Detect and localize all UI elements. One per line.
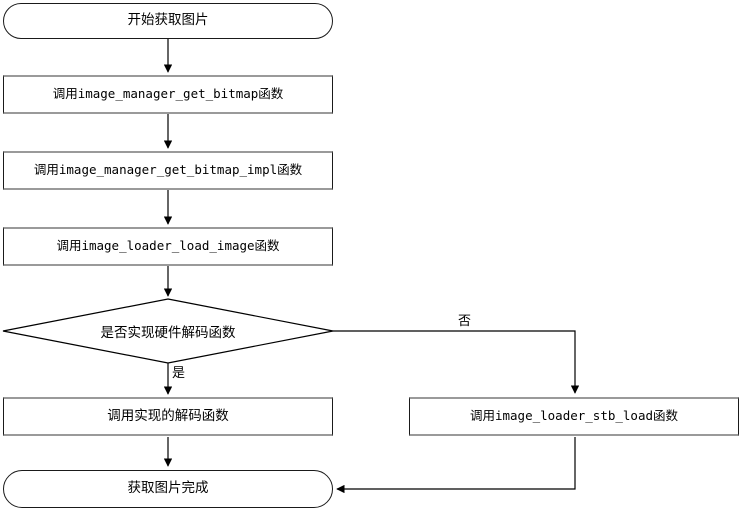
- edge-label-yes: 是: [172, 366, 186, 381]
- node-decision-hardware-decode-label: 是否实现硬件解码函数: [100, 325, 236, 341]
- node-stb-load-label: 调用image_loader_stb_load函数: [469, 408, 679, 424]
- node-start[interactable]: 开始获取图片: [3, 3, 333, 39]
- node-decision-hardware-decode[interactable]: 是否实现硬件解码函数: [3, 299, 333, 363]
- node-impl-decode-label: 调用实现的解码函数: [107, 407, 229, 424]
- node-start-label: 开始获取图片: [127, 12, 209, 29]
- edge-stb-load-to-end: [336, 437, 576, 494]
- node-get-bitmap[interactable]: 调用image_manager_get_bitmap函数: [3, 75, 333, 114]
- node-get-bitmap-impl[interactable]: 调用image_manager_get_bitmap_impl函数: [3, 151, 333, 190]
- node-stb-load[interactable]: 调用image_loader_stb_load函数: [409, 397, 739, 436]
- node-get-bitmap-impl-label: 调用image_manager_get_bitmap_impl函数: [33, 162, 303, 178]
- node-end[interactable]: 获取图片完成: [3, 470, 333, 508]
- node-get-bitmap-label: 调用image_manager_get_bitmap函数: [52, 86, 284, 102]
- node-impl-decode[interactable]: 调用实现的解码函数: [3, 397, 333, 436]
- node-loader-load-image-label: 调用image_loader_load_image函数: [56, 238, 280, 254]
- node-end-label: 获取图片完成: [127, 480, 209, 497]
- edge-label-no: 否: [458, 314, 472, 329]
- node-loader-load-image[interactable]: 调用image_loader_load_image函数: [3, 227, 333, 266]
- edge-decision-no-to-stb-load: [333, 330, 580, 394]
